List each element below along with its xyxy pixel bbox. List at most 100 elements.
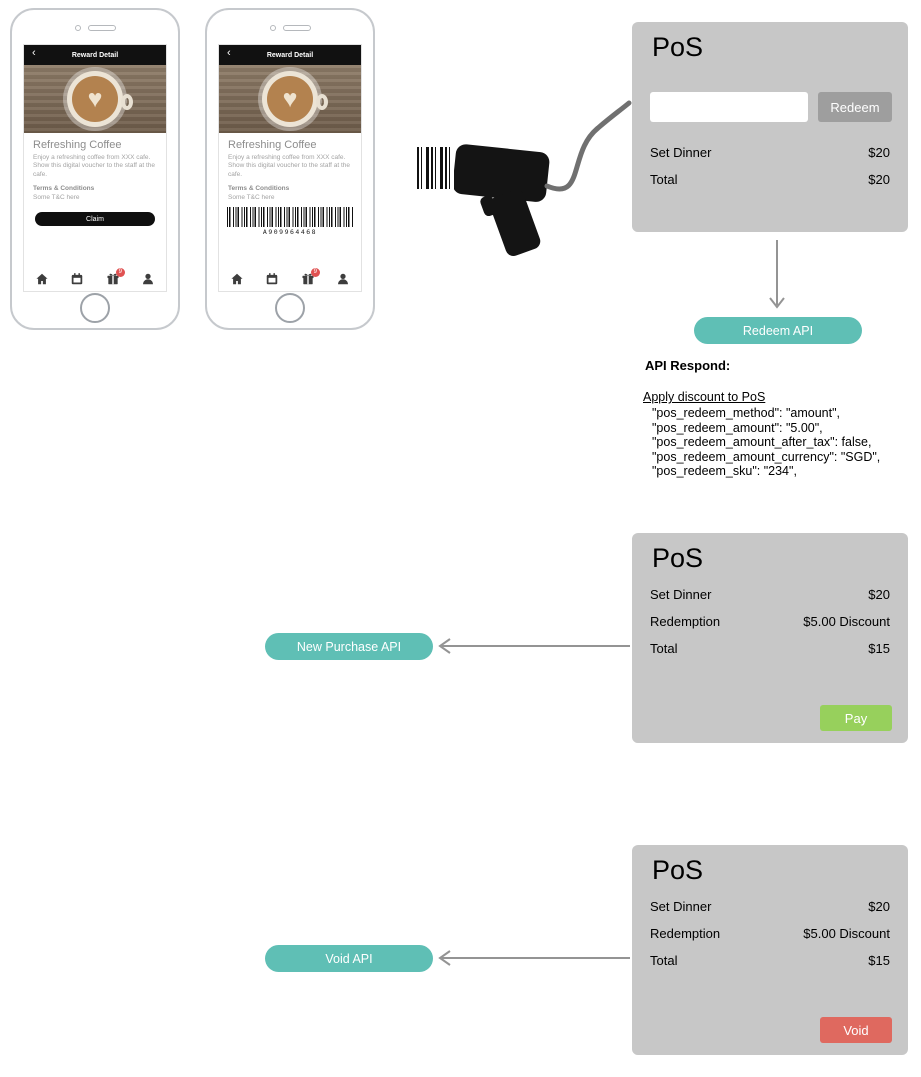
line-item-label: Total (650, 640, 678, 656)
line-item-value: $20 (868, 171, 890, 187)
bottom-nav: 9 (219, 266, 361, 291)
line-item-row: Redemption $5.00 Discount (632, 613, 908, 629)
redeem-code-input[interactable] (650, 92, 808, 122)
voucher-barcode: A909964468 (227, 207, 353, 236)
line-item-row: Set Dinner $20 (632, 898, 908, 914)
phone-speaker (12, 25, 178, 31)
reward-image: ♥ (24, 65, 166, 133)
redeem-button[interactable]: Redeem (818, 92, 892, 122)
phone-speaker-slot (87, 25, 116, 31)
new-purchase-api-node: New Purchase API (265, 633, 433, 660)
coffee-cup: ♥ (262, 71, 328, 127)
home-button[interactable] (80, 293, 110, 323)
profile-nav-icon[interactable] (336, 272, 350, 286)
notification-badge: 9 (310, 267, 320, 277)
reward-title: Refreshing Coffee (33, 139, 122, 151)
payload-line: "pos_redeem_amount_after_tax": false, (652, 435, 872, 449)
pos-title: PoS (652, 855, 704, 885)
pos-terminal-void: PoS Set Dinner $20 Redemption $5.00 Disc… (632, 845, 908, 1055)
api-respond-heading: API Respond: (645, 358, 731, 373)
line-item-label: Redemption (650, 925, 721, 941)
bottom-nav: 9 (24, 266, 166, 291)
reward-description: Enjoy a refreshing coffee from XXX cafe.… (33, 154, 156, 178)
phone-speaker-slot (282, 25, 311, 31)
line-item-label: Set Dinner (650, 898, 712, 914)
reward-title: Refreshing Coffee (228, 139, 317, 151)
arrow-pos-to-redeem-api (769, 240, 785, 309)
app-header-title: Reward Detail (71, 51, 119, 59)
line-item-label: Set Dinner (650, 586, 712, 602)
line-item-value: $15 (868, 952, 890, 968)
terms-label: Terms & Conditions (228, 185, 290, 193)
home-button[interactable] (275, 293, 305, 323)
back-chevron-icon[interactable]: ‹ (227, 47, 231, 59)
barcode-stripes (227, 207, 353, 228)
calendar-nav-icon[interactable] (70, 272, 84, 286)
apply-discount-link: Apply discount to PoS (643, 390, 766, 404)
line-item-row: Set Dinner $20 (632, 586, 908, 602)
payload-line: "pos_redeem_method": "amount", (652, 406, 840, 420)
phone-speaker (207, 25, 373, 31)
arrow-pos-to-new-purchase-api (438, 638, 630, 654)
coffee-cup: ♥ (67, 71, 133, 127)
line-item-value: $20 (868, 586, 890, 602)
latte-heart-icon: ♥ (282, 84, 298, 113)
phone-camera-dot (269, 25, 276, 31)
api-response-payload: "pos_redeem_method": "amount", "pos_rede… (652, 406, 880, 479)
pos-title: PoS (652, 32, 704, 62)
scanner-cable (544, 100, 632, 192)
home-nav-icon[interactable] (35, 272, 49, 286)
line-item-label: Redemption (650, 613, 721, 629)
line-item-row: Total $15 (632, 640, 908, 656)
phone-screen: ‹ Reward Detail ♥ Refreshing Coffee Enjo… (218, 44, 362, 292)
rewards-nav-icon[interactable]: 9 (301, 267, 320, 286)
void-button[interactable]: Void (820, 1017, 892, 1043)
pos-terminal-purchase: PoS Set Dinner $20 Redemption $5.00 Disc… (632, 533, 908, 743)
line-item-value: $5.00 Discount (803, 613, 890, 629)
line-item-row: Redemption $5.00 Discount (632, 925, 908, 941)
payload-line: "pos_redeem_amount": "5.00", (652, 420, 823, 435)
terms-text: Some T&C here (33, 194, 80, 202)
payload-line: "pos_redeem_sku": "234", (652, 464, 797, 478)
reward-description: Enjoy a refreshing coffee from XXX cafe.… (228, 154, 351, 178)
line-item-row: Total $20 (632, 171, 908, 187)
latte-heart-icon: ♥ (87, 84, 103, 113)
scanned-barcode (417, 147, 454, 189)
line-item-value: $5.00 Discount (803, 925, 890, 941)
line-item-label: Total (650, 171, 678, 187)
notification-badge: 9 (115, 267, 125, 277)
cup-handle (121, 93, 133, 110)
pos-title: PoS (652, 543, 704, 573)
app-header-title: Reward Detail (266, 51, 314, 59)
rewards-nav-icon[interactable]: 9 (106, 267, 125, 286)
reward-image: ♥ (219, 65, 361, 133)
back-chevron-icon[interactable]: ‹ (32, 47, 36, 59)
claim-button[interactable]: Claim (35, 212, 155, 227)
line-item-label: Total (650, 952, 678, 968)
home-nav-icon[interactable] (230, 272, 244, 286)
barcode-scanner-illustration (452, 100, 632, 257)
phone-mockup-voucher: ‹ Reward Detail ♥ Refreshing Coffee Enjo… (205, 8, 375, 330)
line-item-row: Total $15 (632, 952, 908, 968)
line-item-label: Set Dinner (650, 144, 712, 160)
barcode-number: A909964468 (262, 228, 318, 237)
terms-label: Terms & Conditions (33, 185, 95, 193)
app-header: ‹ Reward Detail (219, 45, 361, 65)
arrow-pos-to-void-api (438, 950, 630, 966)
profile-nav-icon[interactable] (141, 272, 155, 286)
phone-screen: ‹ Reward Detail ♥ Refreshing Coffee Enjo… (23, 44, 167, 292)
redeem-api-node: Redeem API (694, 317, 862, 344)
calendar-nav-icon[interactable] (265, 272, 279, 286)
pay-button[interactable]: Pay (820, 705, 892, 731)
phone-mockup-claim: ‹ Reward Detail ♥ Refreshing Coffee Enjo… (10, 8, 180, 330)
line-item-value: $20 (868, 144, 890, 160)
cup-handle (316, 93, 328, 110)
app-header: ‹ Reward Detail (24, 45, 166, 65)
line-item-value: $15 (868, 640, 890, 656)
pos-terminal-redeem: PoS Redeem Set Dinner $20 Total $20 (632, 22, 908, 232)
void-api-node: Void API (265, 945, 433, 972)
payload-line: "pos_redeem_amount_currency": "SGD", (652, 449, 881, 464)
line-item-row: Set Dinner $20 (632, 144, 908, 160)
phone-camera-dot (74, 25, 81, 31)
